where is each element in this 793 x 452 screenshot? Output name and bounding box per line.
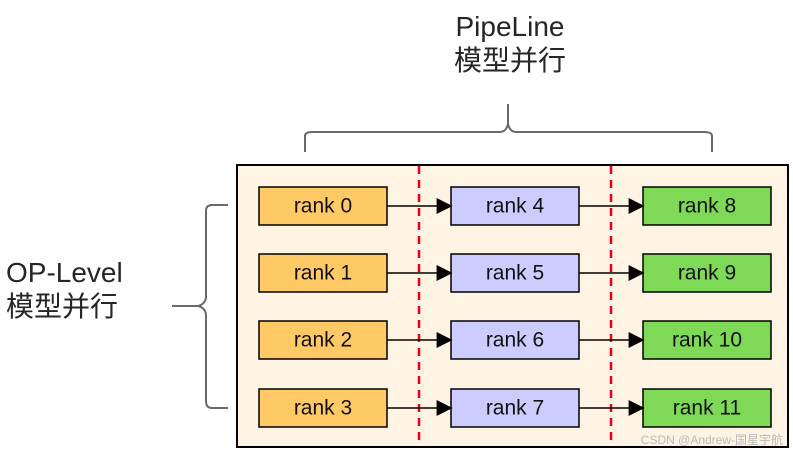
rank-label-0-1: rank 1	[294, 262, 352, 285]
rank-label-2-3: rank 11	[673, 397, 742, 420]
rank-label-0-0: rank 0	[294, 195, 352, 218]
arrows-layer	[387, 198, 645, 416]
pipeline-label-line1: PipeLine	[455, 11, 565, 42]
rank-label-1-0: rank 4	[486, 195, 545, 218]
rank-box-2-3	[642, 388, 772, 428]
rank-box-0-3	[258, 388, 388, 428]
ranks-layer: rank 0 rank 1 rank 2 rank 3 rank 4 rank 5 rank…	[258, 186, 772, 428]
op-level-brace	[172, 204, 228, 409]
rank-box-1-1	[450, 253, 580, 293]
rank-label-2-1: rank 9	[678, 262, 736, 285]
pipeline-brace	[304, 104, 713, 152]
rank-box-2-1	[642, 253, 772, 293]
rank-label-1-3: rank 7	[486, 397, 544, 420]
rank-label-2-0: rank 8	[678, 195, 736, 218]
rank-box-0-1	[258, 253, 388, 293]
rank-box-0-0	[258, 186, 388, 226]
rank-box-2-2	[642, 320, 772, 360]
rank-box-0-2	[258, 320, 388, 360]
op-level-label-line1: OP-Level	[6, 257, 123, 288]
watermark: CSDN @Andrew-国星宇航	[640, 433, 783, 447]
rank-label-0-3: rank 3	[294, 397, 352, 420]
rank-label-1-1: rank 5	[486, 262, 544, 285]
rank-label-1-2: rank 6	[486, 329, 544, 352]
pipeline-label: PipeLine 模型并行	[410, 10, 610, 78]
rank-label-2-2: rank 10	[672, 329, 742, 352]
op-level-label-line2: 模型并行	[6, 291, 119, 322]
op-level-label: OP-Level 模型并行	[6, 256, 156, 324]
rank-box-1-2	[450, 320, 580, 360]
pipeline-label-line2: 模型并行	[453, 45, 566, 76]
rank-label-0-2: rank 2	[294, 329, 352, 352]
